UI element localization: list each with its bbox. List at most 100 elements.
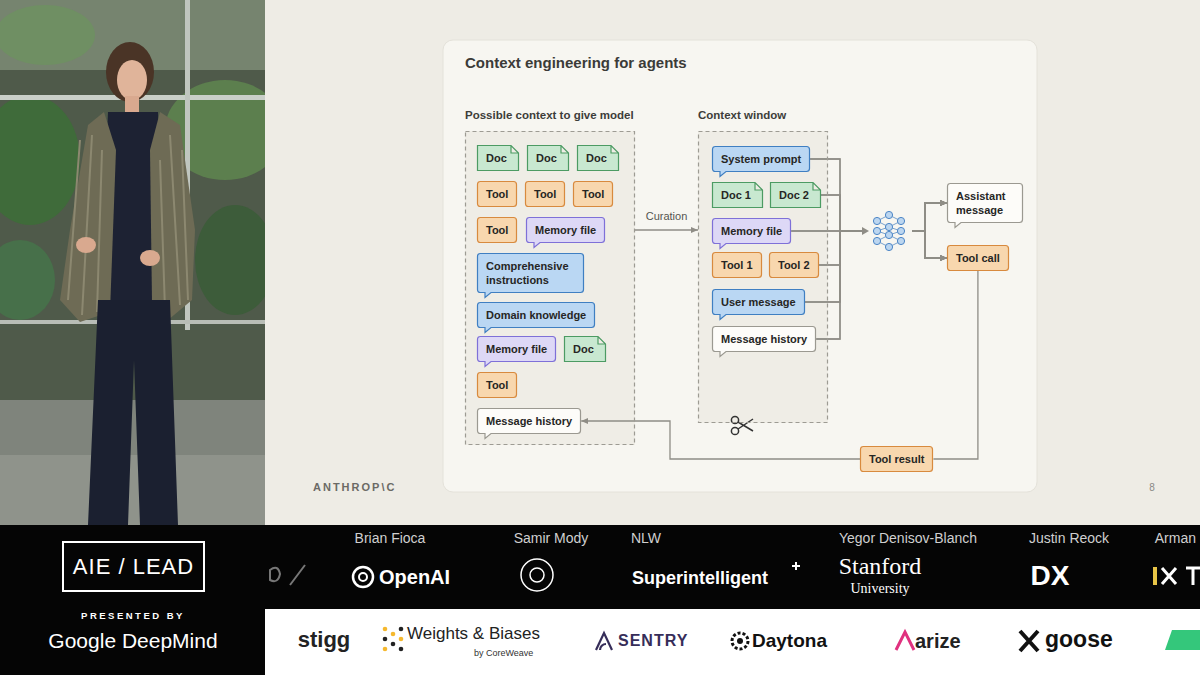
message-box: Message history: [477, 408, 581, 434]
node-label: Doc: [573, 342, 594, 356]
speaker-photo: [195, 205, 275, 315]
doc-box-shape: [565, 337, 606, 362]
node-label: Tool 2: [778, 258, 810, 272]
memory-box-shape: [713, 219, 791, 249]
doc-box: Doc: [577, 145, 619, 171]
message-box: Assistant message: [947, 183, 1023, 223]
logo-icons: [399, 637, 404, 642]
memory-box-shape: [527, 218, 605, 248]
logo-icons: [792, 562, 800, 570]
scissors-icon: [731, 416, 753, 434]
node-label: User message: [721, 295, 796, 309]
doc-box-shape: [713, 183, 763, 208]
tool-box-shape: [948, 246, 1009, 271]
connector: [819, 203, 947, 265]
model-icon: [885, 231, 892, 238]
logo-icons: [1162, 568, 1176, 584]
model-icon: [885, 223, 892, 230]
model-icon: [873, 237, 880, 244]
tool-box-shape: [770, 253, 819, 278]
doc-box-shape: [528, 146, 569, 171]
context-container: Possible context to give modelDocDocDocT…: [465, 131, 635, 445]
model-icon: [867, 210, 912, 252]
logo-icons: [391, 642, 396, 647]
logo-icons: [737, 638, 743, 644]
logo-icons: [383, 647, 388, 652]
logo-icons: [399, 647, 404, 652]
context-container-shape: [466, 132, 635, 445]
scissors-icon: [738, 419, 753, 431]
model-icon: [862, 210, 912, 252]
speaker-photo: [76, 237, 96, 253]
tool-box-shape: [574, 182, 613, 207]
slide-background: [465, 131, 635, 445]
instruction-box: Comprehensive instructions: [477, 253, 584, 293]
node-label: Tool result: [869, 452, 924, 466]
doc-box: Doc: [564, 336, 606, 362]
company-logo: OpenAI: [379, 566, 450, 588]
message-box-shape: [713, 327, 816, 357]
logo-icons: [896, 632, 914, 650]
node-label: Tool: [486, 187, 508, 201]
slide-background: [265, 0, 1200, 525]
banner: [0, 525, 1200, 675]
node-label: Tool: [486, 223, 508, 237]
speaker-photo: [0, 240, 55, 320]
logo-icons: [1020, 631, 1038, 651]
tool-box: Tool 1: [712, 252, 762, 278]
node-label: System prompt: [721, 152, 801, 166]
tool-box: Tool: [525, 181, 565, 207]
tool-box: Tool: [573, 181, 613, 207]
tool-box-shape: [478, 218, 517, 243]
sponsor-logo: Google DeepMind: [48, 629, 217, 652]
speaker-photo: [0, 5, 95, 65]
doc-box: Doc: [527, 145, 569, 171]
speaker-photo: [0, 400, 265, 525]
logo-icons: [383, 637, 388, 642]
node-label: Assistant message: [956, 189, 1014, 217]
speaker-name: Arman: [1155, 531, 1196, 546]
model-icon: [897, 227, 904, 234]
node-label: Memory file: [486, 342, 547, 356]
logo-icons: [353, 567, 373, 587]
banner: [0, 525, 1200, 675]
speaker-name: Samir Mody: [514, 531, 589, 546]
connector: [933, 271, 977, 459]
company-logo: Superintelligent: [632, 569, 768, 589]
message-box-shape: [478, 409, 581, 439]
sponsor-logo: arize: [915, 630, 961, 652]
speaker-photo: [117, 60, 147, 100]
memory-box: Memory file: [477, 336, 556, 362]
node-label: Message history: [486, 414, 572, 428]
instruction-box: System prompt: [712, 146, 810, 172]
instruction-box: User message: [712, 289, 805, 315]
speaker-photo: [0, 455, 265, 525]
speaker-photo: [0, 95, 80, 225]
speaker-name: NLW: [631, 531, 661, 546]
tool-box-shape: [478, 373, 517, 398]
tool-box-shape: [478, 182, 517, 207]
doc-box-shape: [478, 146, 519, 171]
node-label: Comprehensive instructions: [486, 259, 575, 287]
speaker-photo: [125, 96, 139, 112]
memory-box-shape: [478, 337, 556, 367]
tool-box-shape: [526, 182, 565, 207]
doc-box: Doc 1: [712, 182, 763, 208]
connector: [635, 229, 698, 230]
message-box-shape: [948, 184, 1023, 228]
slide-background: [698, 131, 828, 423]
tool-box-shape: [861, 447, 933, 472]
page-number: 8: [1149, 482, 1155, 493]
instruction-box: Domain knowledge: [477, 302, 595, 328]
doc-box: Doc: [477, 145, 519, 171]
model-icon: [885, 211, 892, 218]
speaker-name: Yegor Denisov-Blanch: [839, 531, 977, 546]
context-container: Context windowSystem promptDoc 1Doc 2Mem…: [698, 131, 828, 423]
memory-box: Memory file: [526, 217, 605, 243]
edge-label: Curation: [644, 210, 690, 222]
tool-box: Tool: [477, 372, 517, 398]
slide-title: Context engineering for agents: [465, 54, 687, 71]
instruction-box-shape: [713, 290, 805, 320]
node-label: Message history: [721, 332, 807, 346]
